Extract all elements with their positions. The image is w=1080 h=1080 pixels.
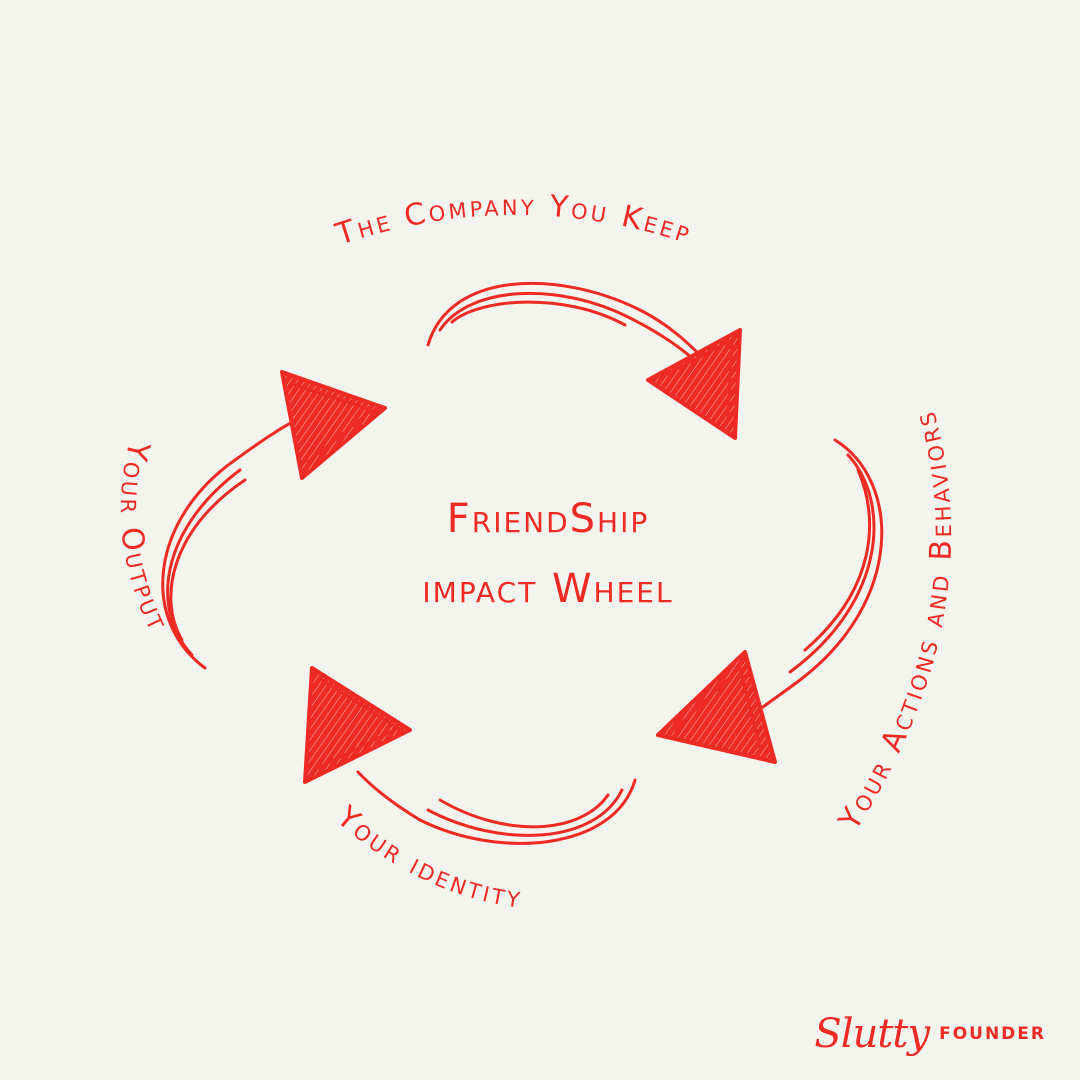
stage-label-top: The Company You Keep: [331, 188, 697, 253]
brand-logo: Slutty FOUNDER: [814, 1014, 1046, 1054]
center-title-line2: impact Wheel: [422, 566, 673, 612]
stage-label-bottom: Your identity: [329, 799, 525, 916]
arrow-top-to-right: [426, 281, 742, 440]
stage-label-right: Your Actions and Behaviors: [832, 406, 960, 837]
center-title-line1: FriendShip: [447, 496, 650, 542]
brand-script: Slutty: [814, 1011, 930, 1057]
stage-label-left: Your Output: [113, 437, 176, 637]
arrow-bottom-to-left: [303, 666, 637, 845]
brand-word: FOUNDER: [939, 1024, 1046, 1044]
arrow-left-to-top: [161, 370, 387, 670]
arrow-right-to-bottom: [656, 438, 884, 764]
